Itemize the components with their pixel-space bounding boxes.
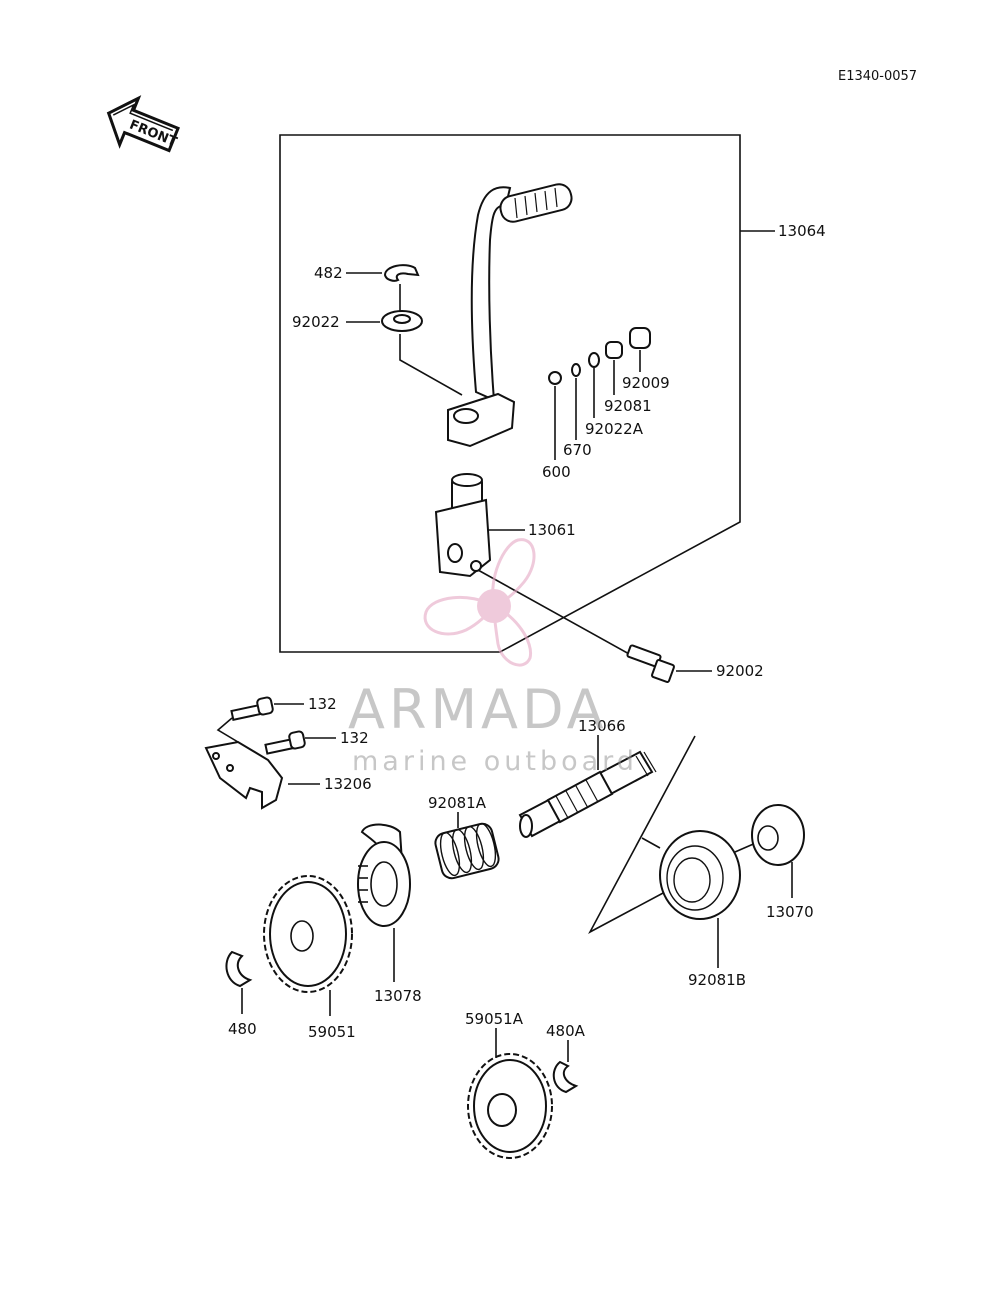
part-label-92022A: 92022A (585, 420, 644, 438)
part-label-13206: 13206 (324, 775, 372, 793)
part-label-13064: 13064 (778, 222, 826, 240)
part-label-13066: 13066 (578, 717, 626, 735)
spring-92081B (641, 830, 741, 920)
part-label-92081A: 92081A (428, 794, 487, 812)
kick-shaft (518, 750, 657, 838)
part-label-92002: 92002 (716, 662, 764, 680)
part-label-480A: 480A (546, 1022, 586, 1040)
part-label-670: 670 (563, 441, 592, 459)
part-label-59051A: 59051A (465, 1010, 524, 1028)
part-label-92081B: 92081B (688, 971, 746, 989)
assembly-box-outline (279, 134, 741, 653)
part-label-13078: 13078 (374, 987, 422, 1005)
screw-132-upper (230, 696, 274, 721)
part-label-59051: 59051 (308, 1023, 356, 1041)
part-label-132-upper: 132 (308, 695, 337, 713)
part-label-13070: 13070 (766, 903, 814, 921)
front-arrow-icon: FRONT (106, 95, 180, 153)
watermark-title: ARMADA (348, 678, 608, 741)
armada-propeller-logo (423, 538, 536, 667)
part-label-92009: 92009 (622, 374, 670, 392)
diagram-code: E1340-0057 (838, 69, 917, 84)
spring-holder-13070 (751, 804, 805, 866)
bolt-92002 (626, 644, 675, 683)
part-label-482: 482 (314, 264, 343, 282)
part-label-480: 480 (228, 1020, 257, 1038)
spring-92081A (434, 822, 500, 880)
watermark-subtitle: marine outboard (352, 746, 638, 777)
kick-pedal-lever (447, 183, 573, 448)
part-label-600: 600 (542, 463, 571, 481)
part-label-92022: 92022 (292, 313, 340, 331)
ratchet-gear-13078 (357, 823, 411, 927)
part-label-13061: 13061 (528, 521, 576, 539)
part-label-132-lower: 132 (340, 729, 369, 747)
kick-arm (434, 473, 492, 578)
part-label-92081: 92081 (604, 397, 652, 415)
gear-59051 (263, 875, 353, 993)
gear-59051A (467, 1053, 553, 1159)
screw-132-lower (264, 730, 306, 755)
